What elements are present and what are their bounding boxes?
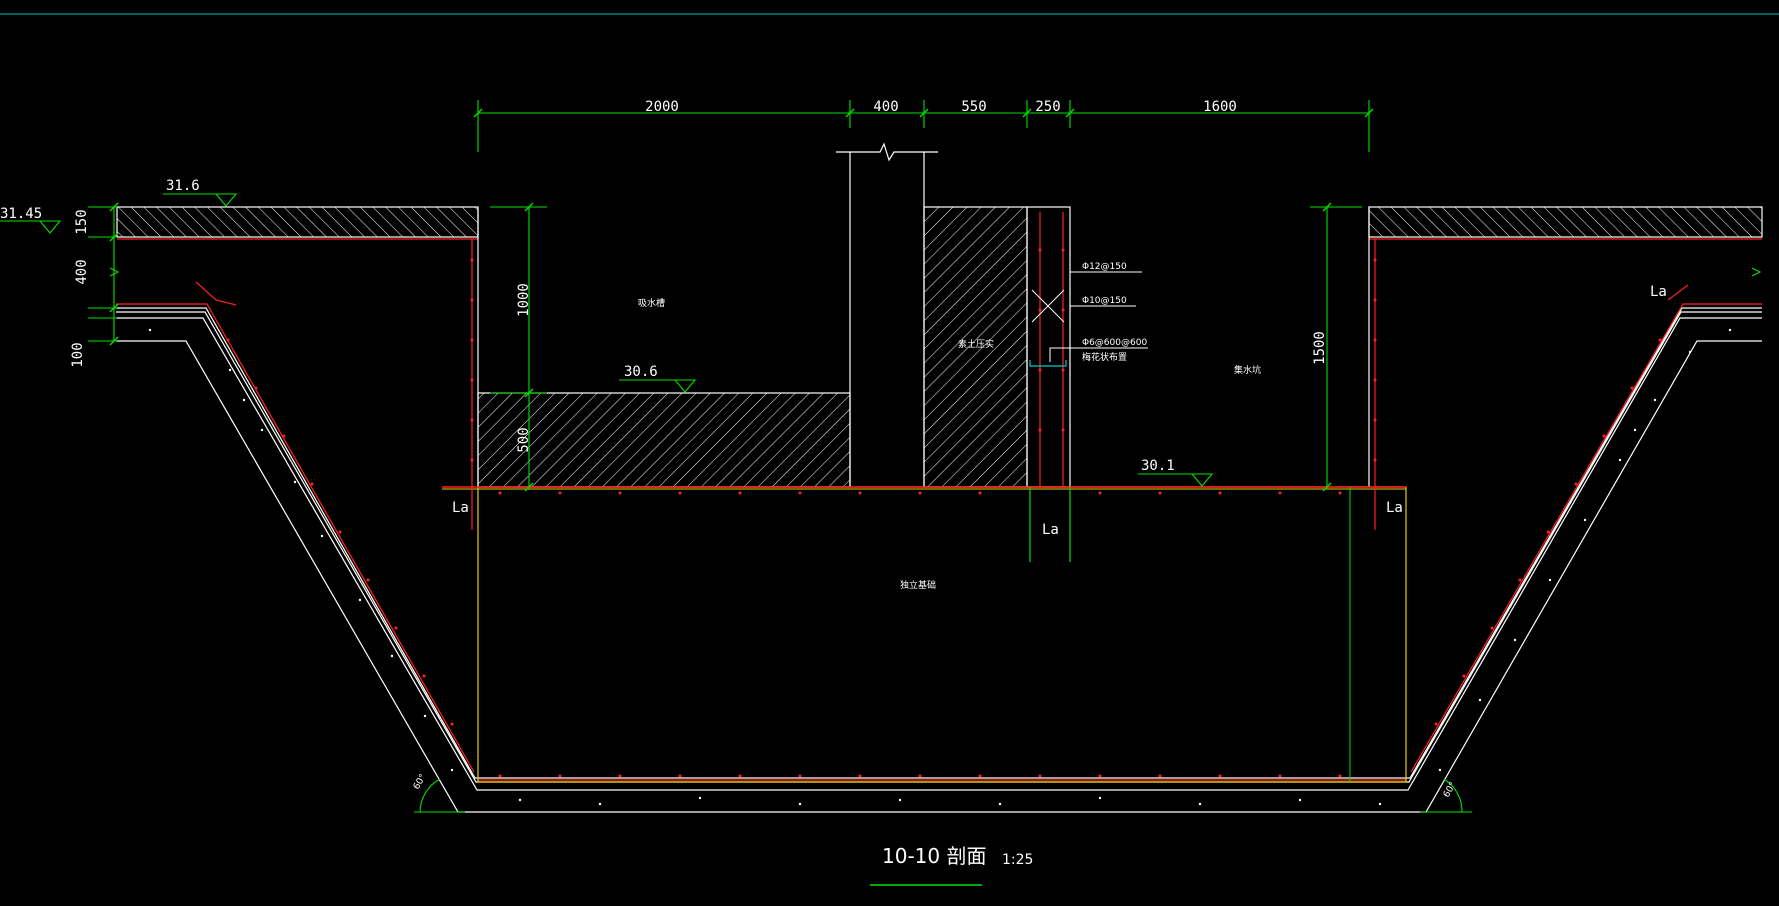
elevation-31-6: 31.6 <box>166 178 200 194</box>
dim-250: 250 <box>1035 99 1060 115</box>
label-left-chamber: 吸水槽 <box>638 297 665 309</box>
dim-1500: 1500 <box>1312 331 1328 365</box>
label-wall-fill: 素土压实 <box>958 338 994 350</box>
label-right-chamber: 集水坑 <box>1234 364 1261 376</box>
concrete-bedding-speckles <box>148 328 1732 806</box>
dim-2000: 2000 <box>645 99 679 115</box>
la-label-right: La <box>1386 500 1403 516</box>
rebar-note-1: Φ12@150 <box>1082 262 1127 272</box>
dim-550: 550 <box>961 99 986 115</box>
dim-400: 400 <box>873 99 898 115</box>
la-label-top-right: La <box>1650 284 1667 300</box>
dimension-ticks <box>109 108 1374 492</box>
la-anchorage-lines <box>195 281 1689 562</box>
elevation-markers <box>0 193 1214 487</box>
foundation-rebar-dots <box>498 491 1342 778</box>
left-top-slab <box>116 206 479 240</box>
pit-rebar-dots <box>226 338 1662 726</box>
right-top-slab <box>1368 206 1763 240</box>
section-title: 10-10 剖面 <box>882 844 986 868</box>
label-foundation: 独立基础 <box>900 579 936 591</box>
dim-1600: 1600 <box>1203 99 1237 115</box>
dim-1000: 1000 <box>516 283 532 317</box>
rebar-note-2: Φ10@150 <box>1082 296 1127 306</box>
angle-label-left: 60° <box>412 773 429 792</box>
tie-bracket <box>1029 360 1067 367</box>
rebar-note-3: Φ6@600@600 <box>1082 338 1147 348</box>
dim-500: 500 <box>516 427 532 452</box>
foundation-block <box>442 486 1407 783</box>
structure-walls <box>477 152 1370 488</box>
elevation-30-6: 30.6 <box>624 364 658 380</box>
wall-rebar <box>471 212 1376 487</box>
column-break-line <box>836 142 938 162</box>
la-label-left: La <box>452 500 469 516</box>
dim-100: 100 <box>70 342 86 367</box>
rebar-note-3-sub: 梅花状布置 <box>1082 351 1127 363</box>
pit-rebar <box>116 303 1762 781</box>
rebar-leaders <box>1049 271 1148 362</box>
elevation-30-1: 30.1 <box>1141 458 1175 474</box>
wall-rebar-dots <box>470 248 1377 462</box>
dim-400-left: 400 <box>74 259 90 284</box>
section-scale: 1:25 <box>1002 852 1033 868</box>
elevation-31-45: 31.45 <box>0 206 42 222</box>
dim-150: 150 <box>74 209 90 234</box>
angle-arcs <box>414 778 1472 813</box>
la-label-center: La <box>1042 522 1059 538</box>
dimension-lines <box>88 100 1762 487</box>
wall-tie-cross <box>1031 289 1065 323</box>
